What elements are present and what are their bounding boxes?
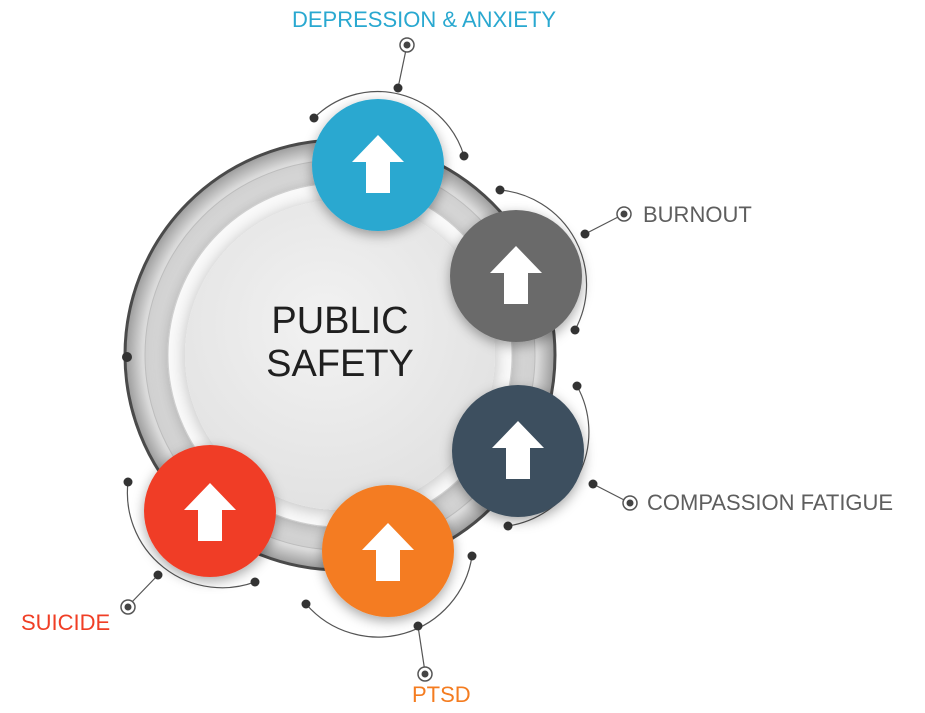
connector-dots-depression (309, 37, 469, 161)
connector-ptsd (305, 555, 473, 673)
connector-dots-compassion (503, 381, 638, 531)
center-title: PUBLIC SAFETY (190, 300, 490, 385)
connector-dots-suicide (120, 477, 260, 615)
label-ptsd: PTSD (412, 682, 471, 707)
connector-dots-ptsd (301, 551, 477, 682)
arrow-up-icon (492, 421, 544, 479)
arrow-up-icon (362, 523, 414, 581)
label-suicide: SUICIDE (21, 610, 111, 635)
center-title-line2: SAFETY (266, 342, 414, 385)
label-burnout: BURNOUT (643, 202, 752, 227)
center-title-line1: PUBLIC (271, 300, 409, 342)
connector-burnout (499, 189, 623, 331)
center-circle (185, 200, 495, 510)
arrow-up-icon (352, 135, 404, 193)
arrow-up-icon (184, 483, 236, 541)
label-depression: DEPRESSION & ANXIETY (292, 7, 557, 32)
arrow-up-icon (490, 246, 542, 304)
label-compassion: COMPASSION FATIGUE (647, 490, 894, 515)
connector-dots-burnout (495, 185, 632, 335)
ring-dot (122, 352, 132, 362)
connector-suicide (126, 481, 256, 605)
